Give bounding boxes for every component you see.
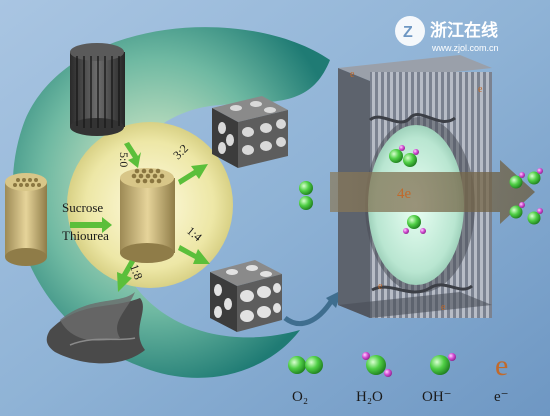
impregnation-arrow-icon: [70, 217, 112, 233]
legend-oh-label: OH⁻: [422, 389, 452, 405]
sba15-template-cylinder-icon: [5, 173, 47, 266]
watermark-url: www.zjol.com.cn: [431, 43, 499, 53]
dark-honeycomb-cylinder-icon: [70, 43, 125, 136]
watermark-logo-icon: [395, 16, 425, 46]
svg-text:e: e: [378, 281, 383, 292]
porous-cube-1-4-icon: [210, 260, 282, 332]
transition-arrow-icon: [283, 298, 335, 327]
reagent-thiourea-label: Thiourea: [62, 228, 109, 243]
ratio-1-8-label: 1:8: [127, 262, 145, 281]
legend: O₂ H₂O OH⁻ e e⁻: [288, 349, 509, 405]
svg-text:Z: Z: [403, 24, 413, 41]
porous-cube-3-2-icon: [212, 96, 288, 168]
svg-text:e: e: [478, 84, 483, 95]
ratio-5-0-label: 5:0: [117, 152, 131, 167]
legend-h2o-icon: [362, 352, 392, 377]
legend-o2-icon: [288, 356, 323, 374]
legend-oh-icon: [430, 353, 456, 375]
orr-channel-cylinder-icon: [338, 55, 492, 318]
incoming-o2-molecule-icon: [299, 181, 313, 210]
ratio-arrow-1-8: 1:8: [117, 260, 146, 292]
electron-count-label: 4e: [397, 186, 412, 202]
reagent-sucrose-label: Sucrose: [62, 200, 103, 215]
legend-electron-icon: e: [495, 349, 508, 382]
watermark-name: 浙江在线: [430, 20, 498, 40]
carbon-template-cylinder-icon: [120, 168, 175, 263]
ratio-arrow-5-0: 5:0: [117, 142, 141, 168]
svg-text:e: e: [350, 69, 355, 80]
outgoing-oh-molecules-icon: [509, 168, 543, 225]
carbon-nanosheet-icon: [46, 292, 145, 364]
watermark: Z 浙江在线 www.zjol.com.cn: [395, 16, 499, 53]
pore-oh-molecules-icon: [389, 145, 426, 234]
electron-markers: e e e e: [350, 69, 483, 313]
legend-h2o-label: H₂O: [356, 389, 383, 405]
reaction-flow-arrow-icon: [330, 160, 535, 224]
svg-text:e: e: [441, 302, 446, 313]
legend-electron-label: e⁻: [494, 389, 509, 405]
legend-o2-label: O₂: [292, 389, 308, 405]
